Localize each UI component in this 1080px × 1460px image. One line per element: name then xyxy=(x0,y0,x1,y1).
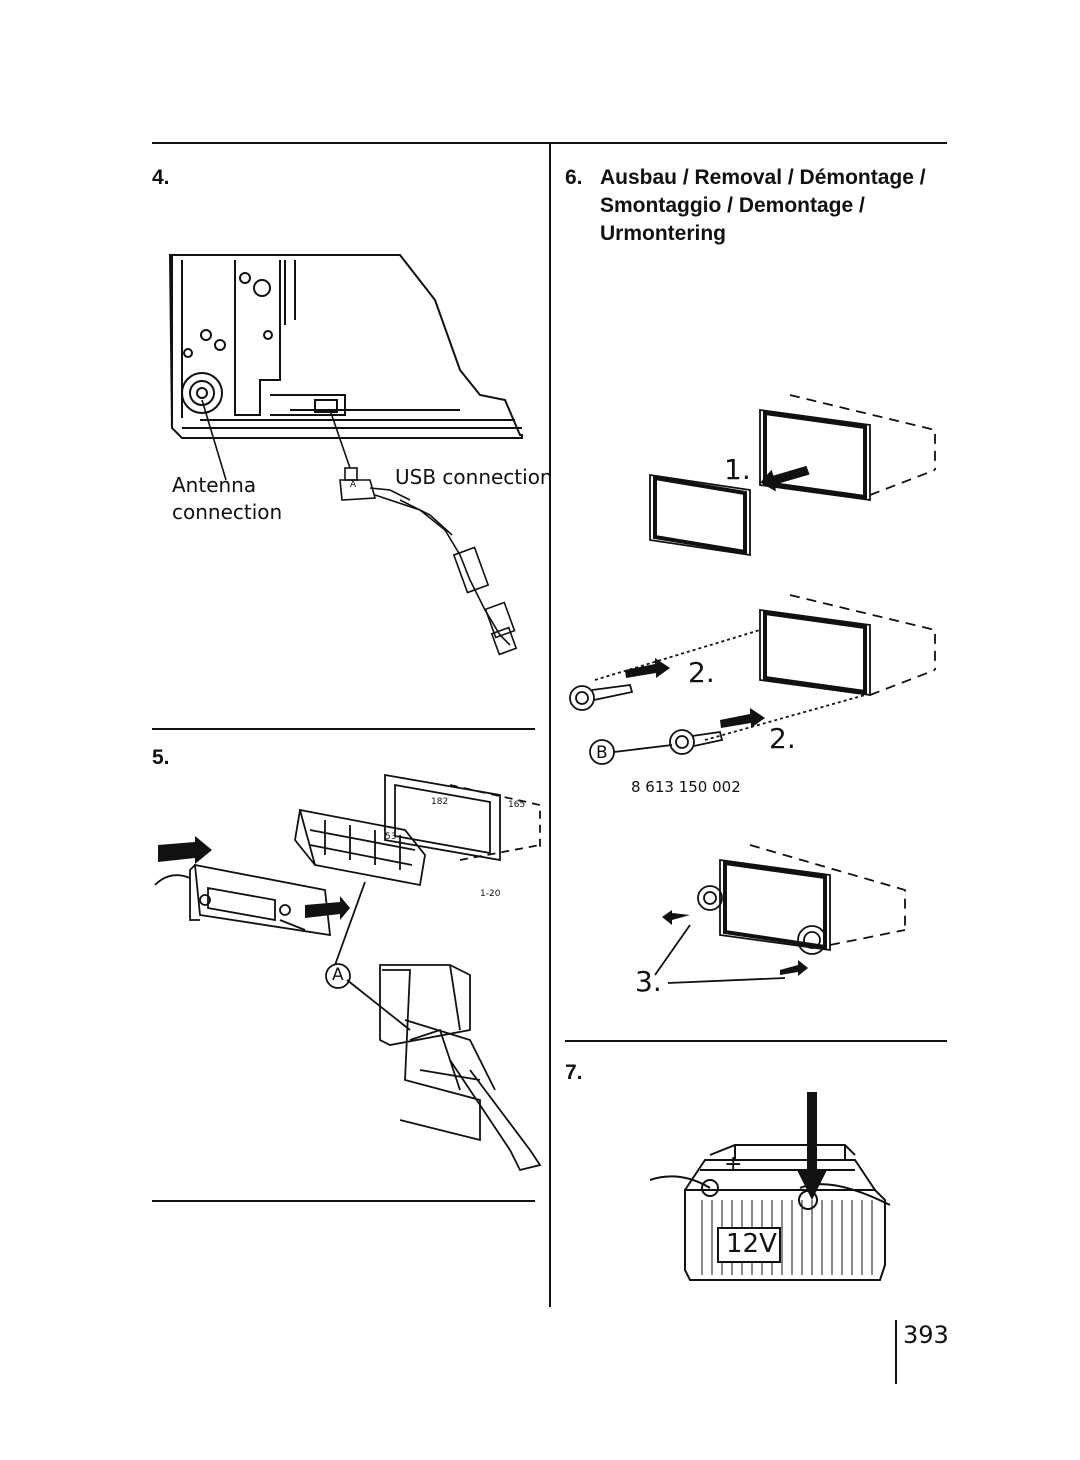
removal-step-1: 1. xyxy=(724,453,751,486)
removal-step-2b: 2. xyxy=(769,722,796,755)
removal-step-2a: 2. xyxy=(688,656,715,689)
step-5-number: 5. xyxy=(152,746,170,769)
rule-above-step7 xyxy=(565,1040,947,1042)
dim-182: 182 xyxy=(431,797,449,807)
removal-drawing xyxy=(569,394,936,984)
step-6-title: Ausbau / Removal / Démontage / Smontaggi… xyxy=(600,166,926,245)
battery-plus-sign: + xyxy=(724,1152,743,1177)
step-6-number: 6. xyxy=(565,166,583,189)
removal-step-3: 3. xyxy=(635,965,662,998)
dim-1-20: 1-20 xyxy=(480,889,501,899)
dim-53: 53 xyxy=(385,832,397,842)
callout-a-letter: A xyxy=(332,965,344,985)
dim-165: 165 xyxy=(508,800,526,810)
usb-plug-letter: A xyxy=(350,480,357,490)
installation-drawing xyxy=(154,773,542,1172)
step-7-number: 7. xyxy=(565,1061,583,1084)
top-rule xyxy=(152,142,947,144)
page-number-bar xyxy=(895,1320,897,1384)
usb-connection-label: USB connection xyxy=(395,465,553,489)
rule-bottom-left xyxy=(152,1200,535,1202)
antenna-connection-label: Antenna connection xyxy=(172,473,283,524)
tool-letter-b: B xyxy=(596,743,608,763)
page-number: 393 xyxy=(903,1321,949,1349)
radio-rear-panel-drawing xyxy=(168,254,523,656)
battery-drawing xyxy=(649,1092,891,1281)
column-divider xyxy=(549,144,551,1307)
tool-part-number: 8 613 150 002 xyxy=(631,778,741,796)
step-4-number: 4. xyxy=(152,166,170,189)
rule-above-step5 xyxy=(152,728,535,730)
battery-12v-label: 12V xyxy=(726,1229,777,1259)
